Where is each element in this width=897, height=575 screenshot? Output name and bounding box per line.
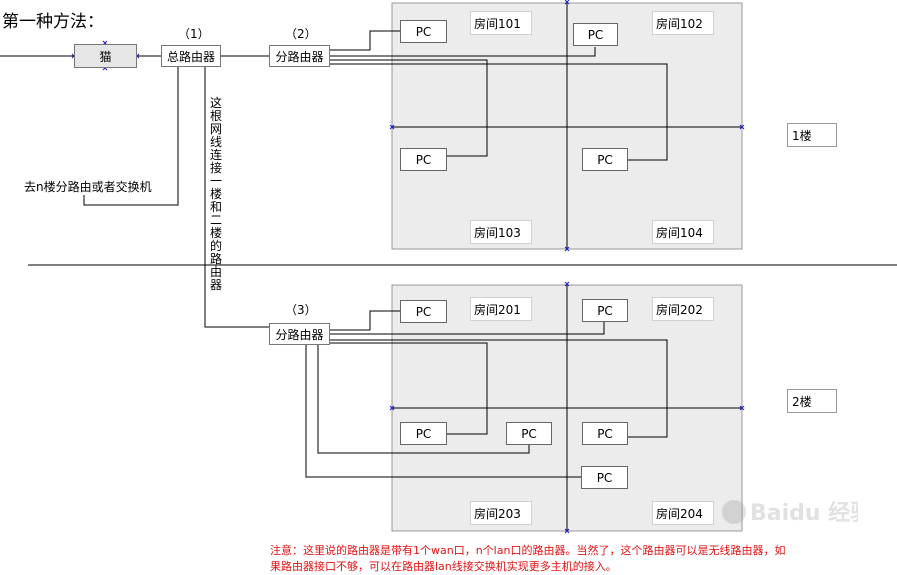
wire-to-pc-104 <box>330 63 668 161</box>
wire-to-pc-204 <box>305 343 581 478</box>
room-104-label: 房间104 <box>652 220 714 244</box>
wire-to-pc-102 <box>330 47 596 57</box>
wire-to-pc-201 <box>330 310 400 331</box>
svg-text:Baidu 经验: Baidu 经验 <box>750 500 858 526</box>
bottom-note: 注意：这里说的路由器是带有1个wan口，n个lan口的路由器。当然了，这个路由器… <box>270 544 786 573</box>
pc-204: PC <box>581 466 628 489</box>
wire-to-pc-203a <box>330 342 488 435</box>
room-101-label: 房间101 <box>470 11 532 35</box>
room-203-label: 房间203 <box>470 501 532 525</box>
main-router-box: 总路由器 <box>161 45 221 67</box>
room-204-label: 房间204 <box>652 501 714 525</box>
wire-to-pc-203b <box>317 343 530 454</box>
pc-203b: PC <box>506 422 552 445</box>
pc-201: PC <box>400 300 447 323</box>
pc-103: PC <box>400 148 447 171</box>
pc-102: PC <box>573 23 618 46</box>
vertical-cable-note: 这根网线连接一楼和二楼的路由器 <box>209 96 222 292</box>
left-note: 去n楼分路由或者交换机 <box>24 180 152 194</box>
wire-to-pc-103 <box>330 59 488 157</box>
sub-router-floor1-box: 分路由器 <box>269 45 330 67</box>
pc-202: PC <box>582 299 628 322</box>
floor1-to-floor2-line <box>204 66 269 328</box>
pc-202b: PC <box>582 422 628 445</box>
wire-to-pc-202b <box>330 339 668 438</box>
room-202-label: 房间202 <box>652 297 714 321</box>
to-other-floor-line <box>83 66 179 206</box>
pc-104: PC <box>582 148 628 171</box>
sub-router-floor2-box: 分路由器 <box>269 323 330 345</box>
baidu-watermark-logo: Baidu 经验 <box>718 492 872 532</box>
floor1-label: 1楼 <box>787 123 837 147</box>
step-label-1: （1） <box>178 27 210 41</box>
page-title: 第一种方法： <box>2 12 104 32</box>
wire-to-pc-101 <box>330 30 400 51</box>
step-label-2: （2） <box>285 27 317 41</box>
room-201-label: 房间201 <box>470 297 532 321</box>
step-label-3: （3） <box>285 303 317 317</box>
modem-box: 猫 <box>74 44 137 68</box>
wire-to-pc-202 <box>330 321 605 335</box>
pc-203a: PC <box>400 422 447 445</box>
room-102-label: 房间102 <box>652 11 714 35</box>
pc-101: PC <box>400 20 447 43</box>
floor2-label: 2楼 <box>787 389 837 413</box>
room-103-label: 房间103 <box>470 220 532 244</box>
